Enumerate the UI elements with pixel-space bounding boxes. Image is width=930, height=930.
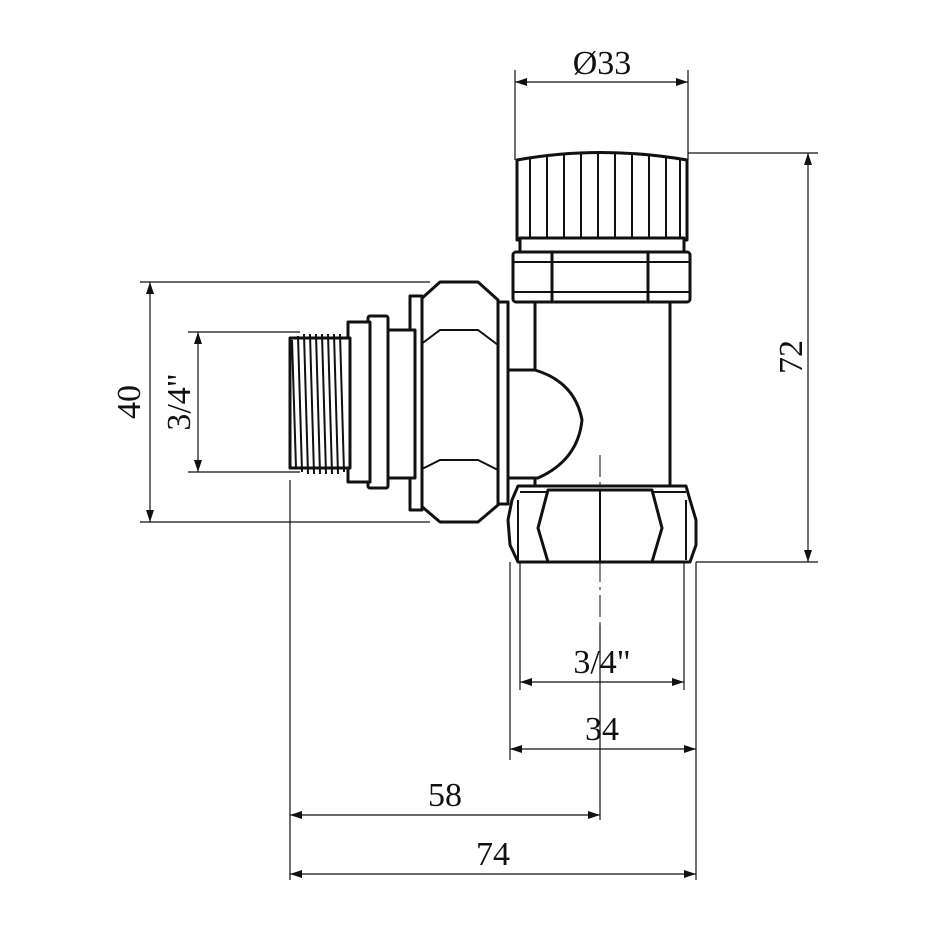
upper-hex-nut — [511, 250, 692, 304]
inlet-hex-nut — [418, 280, 500, 524]
inlet-thread-label: 3/4" — [161, 373, 198, 430]
overall-height-label: 72 — [773, 340, 810, 374]
valve-assembly — [288, 151, 698, 625]
dimension-lines — [140, 70, 818, 880]
cap-diameter-label: Ø33 — [573, 45, 632, 82]
overall-width-label: 74 — [476, 836, 510, 873]
outlet-thread-label: 3/4" — [573, 644, 630, 681]
inlet-thread — [288, 320, 372, 484]
inlet-height-label: 40 — [111, 385, 148, 419]
outlet-hex-nut — [506, 484, 698, 564]
valve-side-boss — [503, 368, 584, 480]
axis-distance-label: 58 — [428, 777, 462, 814]
outlet-nut-label: 34 — [585, 711, 619, 748]
dimension-labels: Ø33 72 40 3/4" 3/4" 34 58 74 — [111, 45, 810, 873]
knurled-cap — [515, 151, 689, 254]
